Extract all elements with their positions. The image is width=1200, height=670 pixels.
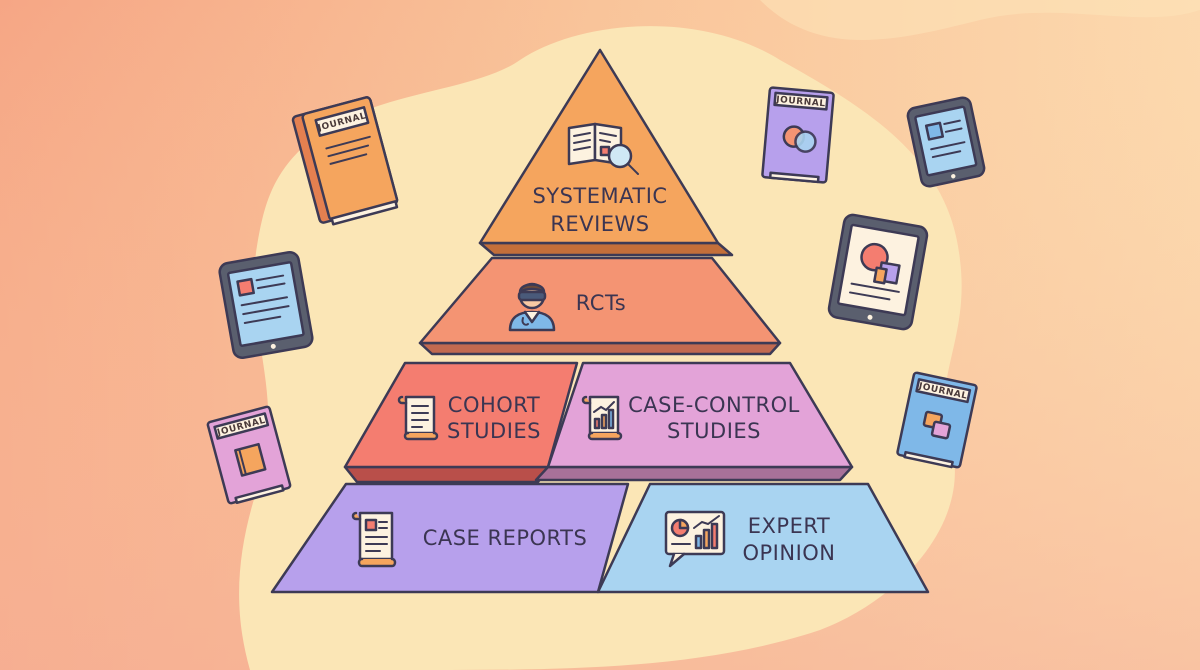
background-blob-top-right (760, 0, 1200, 40)
pyramid: SYSTEMATIC REVIEWS RCTs (270, 48, 930, 594)
journal-blue-icon: JOURNAL (896, 371, 978, 469)
tier-rcts: RCTs (418, 256, 782, 356)
tier-label-systematic-line2: REVIEWS (550, 212, 649, 236)
tier-label-systematic-line1: SYSTEMATIC (532, 184, 667, 208)
journal-orange-icon: JOURNAL (291, 96, 399, 226)
journal-label: JOURNAL (775, 95, 826, 109)
tier-label-expert-line2: OPINION (742, 541, 835, 565)
tier-label-cohort-line1: COHORT (448, 393, 540, 417)
tier-label-case-control-line2: STUDIES (667, 419, 761, 443)
book-magnifier-icon (567, 122, 639, 175)
report-scroll-icon (351, 511, 397, 568)
tier-case-reports: CASE REPORTS (270, 482, 630, 594)
tablet-top-right-icon (906, 96, 986, 188)
tier-label-cohort-line2: STUDIES (447, 419, 541, 443)
tier-case-control-studies: CASE-CONTROL STUDIES (534, 361, 854, 482)
tier-expert-opinion: EXPERT OPINION (596, 482, 930, 594)
chart-scroll-icon (581, 395, 623, 441)
tier-label-expert-line1: EXPERT (748, 514, 830, 538)
tablet-left-icon (218, 250, 314, 360)
doctor-icon (508, 282, 556, 332)
scroll-icon (397, 395, 439, 441)
tablet-right-icon (827, 213, 929, 331)
tier-label-case-control-line1: CASE-CONTROL (628, 393, 800, 417)
tier-label-case-reports: CASE REPORTS (423, 526, 588, 550)
journal-purple-icon: JOURNAL (761, 86, 835, 184)
journal-pink-icon: JOURNAL (206, 405, 292, 505)
presentation-chart-icon (664, 510, 726, 568)
tier-label-rcts: RCTs (576, 291, 627, 315)
tier-systematic-reviews: SYSTEMATIC REVIEWS (478, 48, 734, 257)
tier-cohort-studies: COHORT STUDIES (343, 361, 579, 484)
